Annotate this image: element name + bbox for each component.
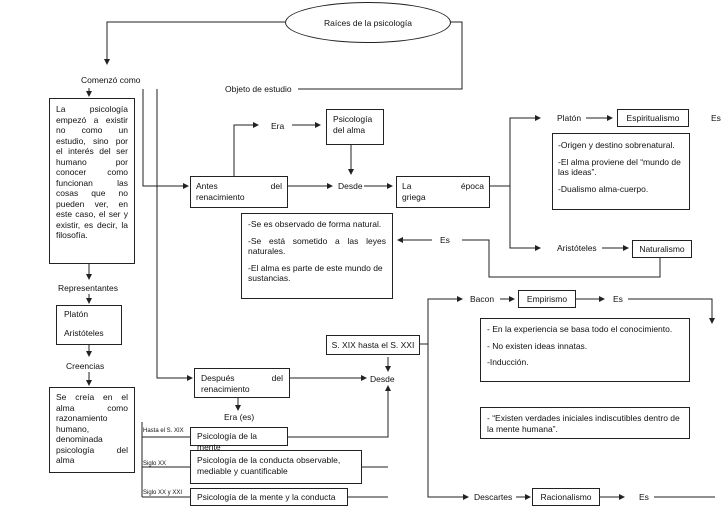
representante-item: Platón — [64, 309, 89, 319]
intro-line: no como un — [56, 125, 128, 135]
representantes-label: Representantes — [58, 283, 119, 293]
despues-word: renacimiento — [201, 383, 250, 394]
espiritualismo-text: Espiritualismo — [626, 113, 680, 123]
aristoteles-point: -El alma es parte de este mundo de susta… — [248, 262, 383, 284]
descartes-label: Descartes — [474, 492, 513, 502]
creencias-line: alma como — [56, 402, 128, 413]
platon-point: -El alma proviene del “mundo de las idea… — [558, 156, 681, 178]
espiritualismo-box: Espiritualismo — [617, 109, 689, 127]
intro-line: pueden ver, en — [56, 198, 128, 209]
creencias-line: razonamiento — [56, 413, 108, 423]
intro-line: funcionan las — [56, 177, 128, 188]
psicologia-conducta-box: Psicología de la conducta observable, me… — [190, 450, 362, 484]
creencias-box: Se creía en el alma como razonamiento hu… — [49, 387, 135, 473]
naturalismo-box: Naturalismo — [632, 240, 692, 258]
desde-label: Desde — [338, 181, 363, 191]
row-text: Psicología de la mente y la conducta — [197, 492, 336, 502]
platon-points-box: -Origen y destino sobrenatural. -El alma… — [552, 133, 690, 210]
creencias-line: alma — [56, 455, 75, 465]
intro-line: empezó a existir — [56, 114, 128, 125]
psicologia-mente-conducta-box: Psicología de la mente y la conducta — [190, 488, 348, 506]
intro-line: conocer como — [56, 167, 128, 177]
platon-label: Platón — [557, 113, 582, 123]
antes-word: Antes — [196, 181, 218, 191]
row-text: Psicología de la conducta observable, — [197, 455, 341, 465]
epoca-word: griega — [402, 191, 426, 202]
naturalismo-text: Naturalismo — [639, 244, 685, 254]
epoca-word: época — [460, 181, 484, 191]
despues-box: Después del renacimiento — [194, 368, 290, 398]
platon-point: -Dualismo alma-cuerpo. — [558, 183, 649, 194]
creencias-line: psicología del — [56, 444, 128, 455]
intro-line: La psicología — [56, 104, 128, 114]
row-tag: Hasta el S. XIX — [143, 428, 184, 434]
platon-es-label: Es — [711, 113, 721, 123]
despues-word: del — [271, 373, 283, 383]
antes-word: del — [270, 181, 282, 191]
aristoteles-point: -Se es observado de forma natural. — [248, 219, 382, 229]
descartes-quote: - “Existen verdades iniciales indiscutib… — [487, 413, 680, 434]
row-tag: Siglo XX y XXI — [143, 490, 183, 496]
intro-line: filosofía. — [56, 230, 88, 240]
modern-desde-label: Desde — [370, 374, 395, 384]
period-text: S. XIX hasta el S. XXI — [331, 340, 415, 350]
platon-point: -Origen y destino sobrenatural. — [558, 140, 675, 150]
aristoteles-point: -Se está sometido a las leyes naturales. — [248, 235, 386, 257]
bacon-points-box: - En la experiencia se basa todo el cono… — [480, 318, 690, 382]
empirismo-box: Empirismo — [518, 290, 576, 308]
row-text: Psicología de la mente — [197, 431, 258, 452]
epoca-word: La — [402, 181, 412, 191]
creencias-line: humano, — [56, 423, 90, 434]
racionalismo-text: Racionalismo — [540, 492, 592, 502]
row-tag: Siglo XX — [143, 461, 167, 467]
racionalismo-box: Racionalismo — [532, 488, 600, 506]
aristoteles-label: Aristóteles — [557, 243, 597, 253]
despues-word: Después — [201, 373, 235, 383]
representante-item: Aristóteles — [64, 327, 104, 338]
intro-box: La psicología empezó a existir no como u… — [49, 98, 135, 264]
descartes-quote-box: - “Existen verdades iniciales indiscutib… — [480, 407, 690, 439]
intro-line: cosas que no — [56, 188, 128, 198]
intro-line: el interés del ser — [56, 146, 128, 156]
representantes-box: Platón Aristóteles — [56, 305, 122, 345]
descartes-es-label: Es — [639, 492, 649, 502]
psicologia-mente-box: Psicología de la mente — [190, 427, 288, 452]
epoca-griega-box: La época griega — [396, 176, 490, 208]
era-label: Era — [271, 121, 285, 131]
intro-line: estudio, sino por — [56, 135, 128, 146]
bacon-point: -Inducción. — [487, 357, 529, 367]
creencias-line: Se creía en el — [56, 392, 128, 402]
bacon-point: - En la experiencia se basa todo el cono… — [487, 324, 673, 334]
empirismo-text: Empirismo — [526, 294, 568, 304]
creencias-label: Creencias — [66, 361, 105, 371]
intro-line: humano por — [56, 156, 128, 167]
aristoteles-es-label: Es — [440, 235, 450, 245]
antes-box: Antes del renacimiento — [190, 176, 288, 208]
row-text: mediable y cuantificable — [197, 465, 288, 476]
root-node: Raíces de la psicología — [285, 2, 451, 43]
psicologia-alma-line: Psicología — [333, 114, 373, 124]
creencias-line: denominada — [56, 434, 103, 444]
intro-line: este caso, el ser y — [56, 209, 128, 219]
era-es-label: Era (es) — [224, 412, 255, 422]
period-box: S. XIX hasta el S. XXI — [326, 335, 420, 355]
comenzo-label: Comenzó como — [81, 75, 141, 85]
intro-line: existir, es decir, la — [56, 219, 128, 230]
bacon-es-label: Es — [613, 294, 623, 304]
aristoteles-points-box: -Se es observado de forma natural. -Se e… — [241, 213, 393, 299]
antes-word: renacimiento — [196, 191, 245, 202]
objeto-label: Objeto de estudio — [225, 84, 292, 94]
bacon-point: - No existen ideas innatas. — [487, 340, 588, 351]
psicologia-alma-line: del alma — [333, 124, 366, 135]
psicologia-alma-box: Psicología del alma — [326, 109, 384, 145]
root-title: Raíces de la psicología — [324, 17, 412, 28]
bacon-label: Bacon — [470, 294, 495, 304]
